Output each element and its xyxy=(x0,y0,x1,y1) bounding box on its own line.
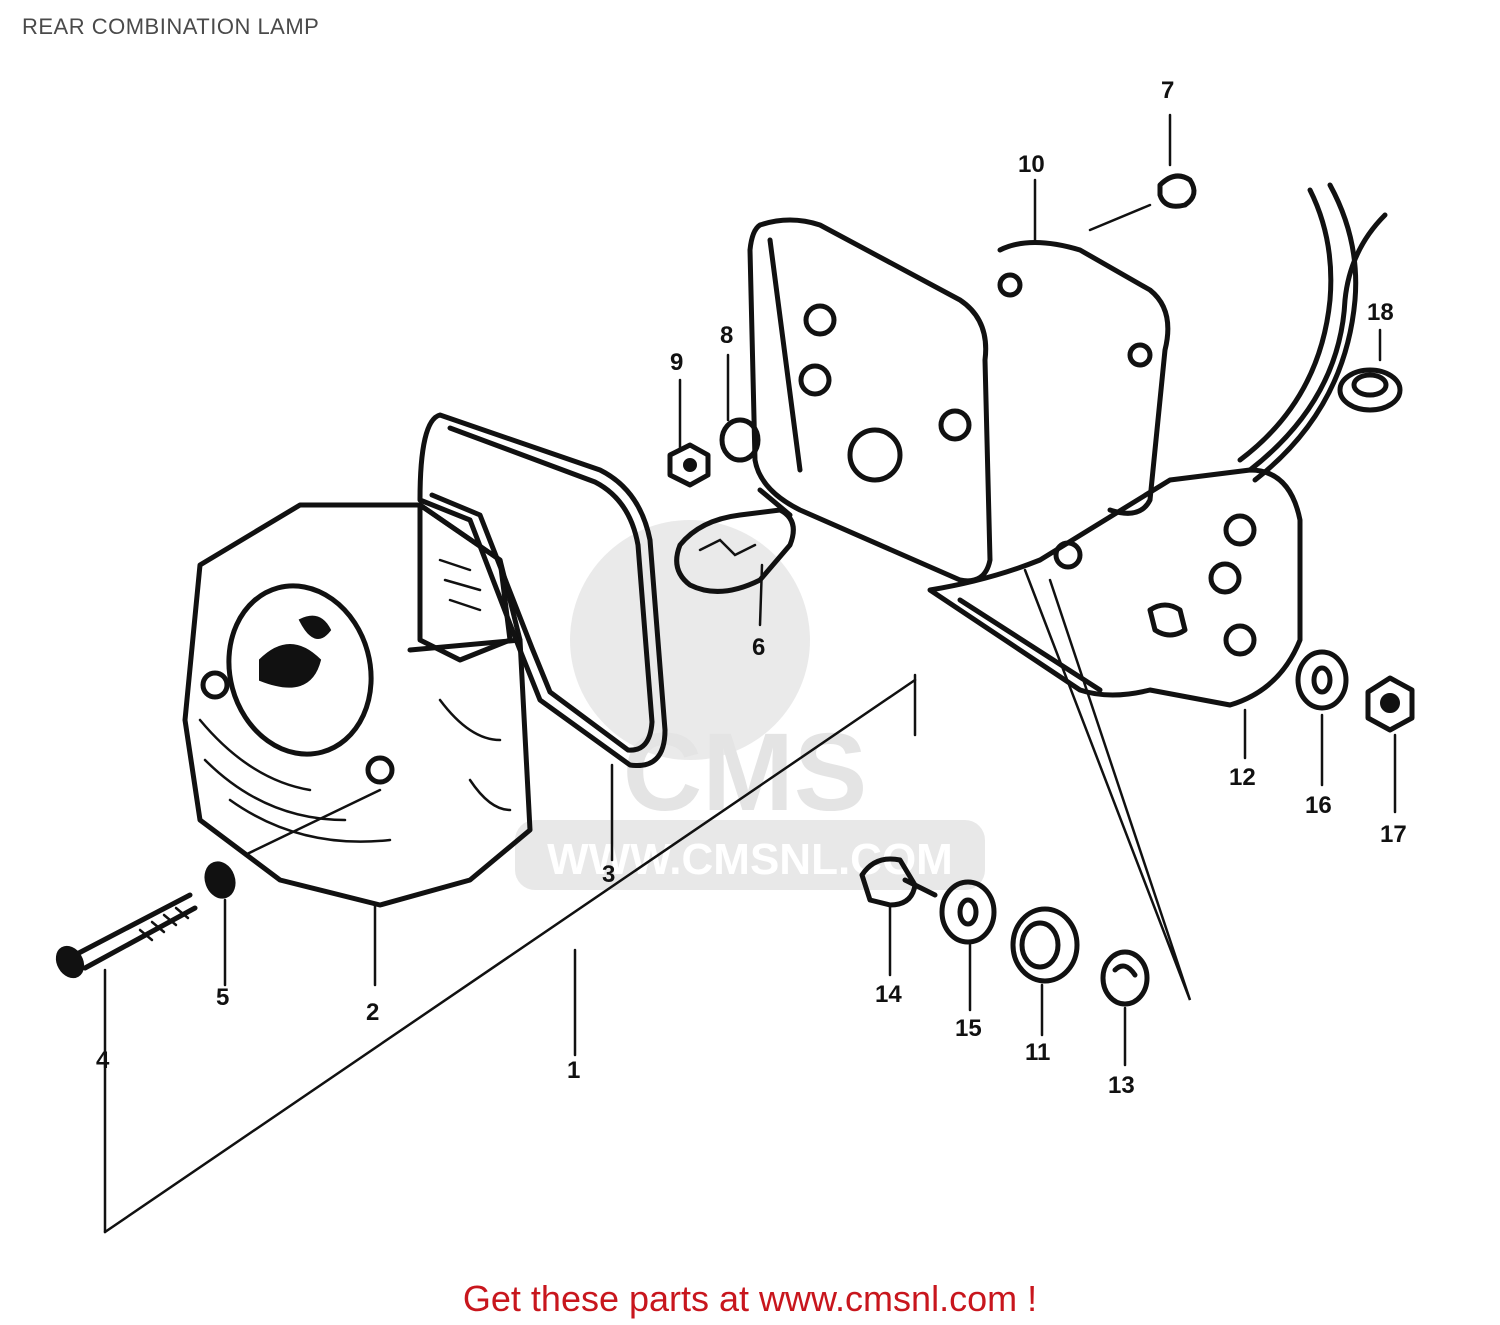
callout-15: 15 xyxy=(955,1015,982,1042)
part-spacer-11 xyxy=(1010,906,1080,984)
callout-3: 3 xyxy=(602,861,615,888)
callout-7: 7 xyxy=(1161,77,1174,104)
part-washer-16 xyxy=(1295,649,1349,711)
watermark: CMS WWW.CMSNL.COM xyxy=(515,520,985,890)
page-title: REAR COMBINATION LAMP xyxy=(22,14,320,39)
callout-13: 13 xyxy=(1108,1072,1135,1099)
part-nut-9 xyxy=(667,442,711,488)
part-nut-13 xyxy=(1100,949,1150,1007)
callout-12: 12 xyxy=(1229,764,1256,791)
part-lens-housing xyxy=(182,502,533,908)
callout-4: 4 xyxy=(96,1047,110,1074)
part-screw xyxy=(55,892,198,979)
part-grommet xyxy=(1337,367,1403,413)
callout-9: 9 xyxy=(670,349,683,376)
callout-11: 11 xyxy=(1025,1039,1050,1066)
callout-5: 5 xyxy=(216,984,229,1011)
part-screw-7 xyxy=(1088,173,1197,232)
part-nut-17 xyxy=(1365,675,1415,733)
callout-1: 1 xyxy=(567,1057,580,1084)
leader-lines xyxy=(103,113,1397,1234)
callout-2: 2 xyxy=(366,999,379,1026)
callout-8: 8 xyxy=(720,322,733,349)
part-washer-5 xyxy=(204,861,236,899)
part-lamp-base xyxy=(747,217,1171,584)
callout-14: 14 xyxy=(875,981,902,1008)
callout-16: 16 xyxy=(1305,792,1332,819)
callout-6: 6 xyxy=(752,634,765,661)
part-bolt-14 xyxy=(859,856,938,908)
part-bracket xyxy=(927,467,1303,708)
callout-18: 18 xyxy=(1367,299,1394,326)
watermark-logo-text: CMS xyxy=(623,711,867,834)
callout-10: 10 xyxy=(1018,151,1045,178)
part-nut-8 xyxy=(719,417,761,463)
part-gasket xyxy=(417,412,668,769)
callout-17: 17 xyxy=(1380,821,1407,848)
part-wires xyxy=(1237,182,1388,483)
part-bulb xyxy=(674,487,796,594)
footer-promo-text: Get these parts at www.cmsnl.com ! xyxy=(462,1278,1038,1319)
callouts: 1 2 3 4 5 6 7 8 9 10 11 12 13 14 15 16 1… xyxy=(96,77,1407,1099)
part-washer-15 xyxy=(939,879,997,945)
